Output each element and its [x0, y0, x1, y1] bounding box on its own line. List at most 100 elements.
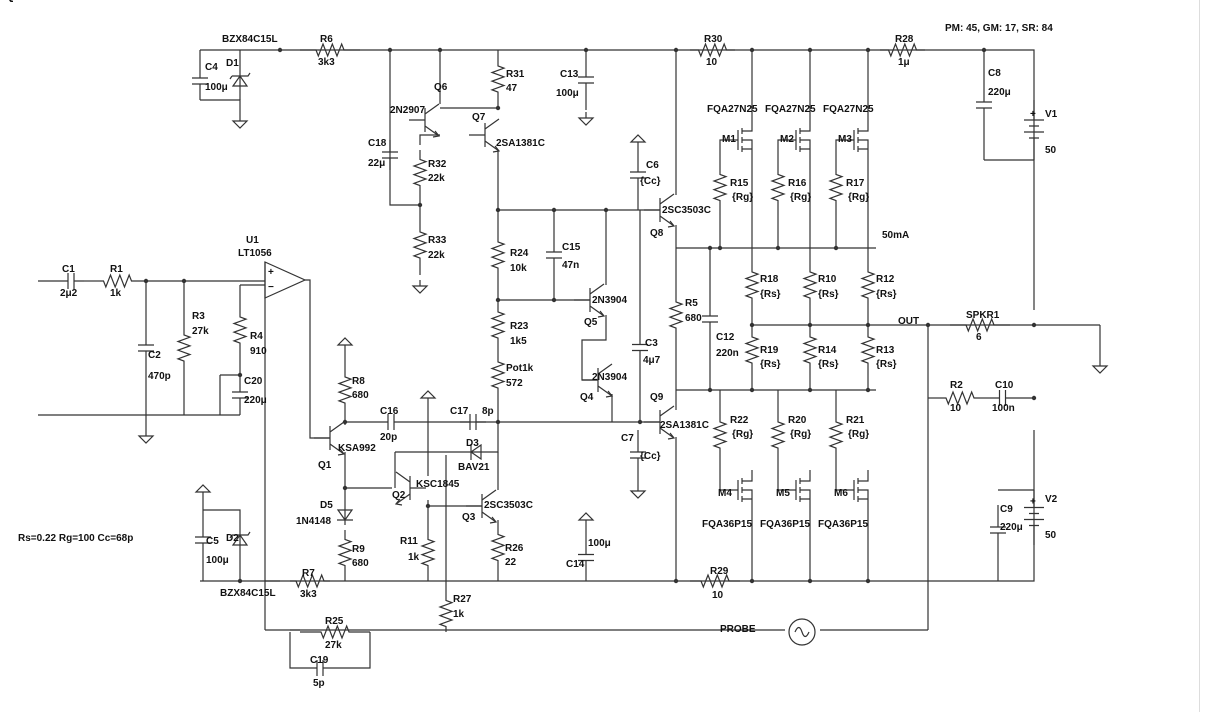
value-q2: KSC1845 — [0, 0, 44, 3]
wire — [419, 134, 440, 145]
ref-q6: Q6 — [434, 82, 448, 93]
ref-r24: R24 — [510, 248, 529, 259]
ref-v2: V2 — [1045, 494, 1058, 505]
capacitor-c7 — [630, 430, 646, 480]
ref-q1: Q1 — [318, 460, 332, 471]
ref-r3: R3 — [192, 311, 205, 322]
ground-symbol — [137, 430, 155, 444]
value-m1: FQA27N25 — [0, 0, 51, 3]
value-c6: {Cc} — [640, 176, 661, 187]
resistor-r20 — [770, 410, 786, 460]
value-q1: KSA992 — [0, 0, 38, 3]
ref-r29: R29 — [710, 566, 729, 577]
resistor-r33 — [412, 215, 428, 275]
value-q1: KSA992 — [338, 443, 376, 454]
mosfet-m3 — [844, 120, 869, 160]
value-r27: 1k — [453, 609, 465, 620]
transistor-q4 — [582, 363, 614, 398]
ref-r30: R30 — [704, 34, 723, 45]
speaker-spkr1 — [950, 317, 1010, 333]
wire — [203, 509, 241, 520]
mosfet-m4 — [728, 470, 753, 510]
value-d5: 1N4148 — [0, 0, 35, 3]
ref-q5: Q5 — [584, 317, 598, 328]
resistor-r32 — [412, 150, 428, 195]
transistor-q5 — [574, 283, 606, 318]
capacitor-c2 — [138, 281, 154, 415]
junction-dot — [865, 578, 871, 584]
junction-dot — [417, 202, 423, 208]
ref-c17: C17 — [450, 406, 469, 417]
ref-c14: C14 — [566, 559, 585, 570]
wire — [389, 50, 420, 206]
junction-dot — [342, 419, 348, 425]
value-q8: 2SC3503C — [662, 205, 711, 216]
resistor-pot — [490, 350, 506, 400]
value-q6: 2N2907 — [390, 105, 425, 116]
ref-r13: R13 — [876, 345, 895, 356]
ref-m4: M4 — [718, 488, 732, 499]
value-c16: 20p — [380, 432, 397, 443]
ref-m6: M6 — [834, 488, 848, 499]
capacitor-c4 — [192, 62, 208, 100]
value-c10: 100n — [992, 403, 1015, 414]
ref-q9: Q9 — [650, 392, 664, 403]
resistor-r8 — [337, 370, 353, 410]
value-v1: 50 — [1045, 145, 1057, 156]
diode-d3 — [460, 443, 492, 461]
diode-d5 — [336, 505, 354, 525]
wire — [835, 139, 844, 160]
ground-symbol — [411, 280, 429, 294]
ref-r21: R21 — [846, 415, 865, 426]
ref-d1: D1 — [226, 58, 239, 69]
bias-current-note: 50mA — [882, 230, 909, 241]
value-q7: 2SA1381C — [496, 138, 545, 149]
value-r8: 680 — [352, 390, 369, 401]
capacitor-c10 — [990, 390, 1015, 406]
ref-r18: R18 — [760, 274, 779, 285]
value-q4: 2N3904 — [592, 372, 627, 383]
value-d2: BZX84C15L — [220, 588, 276, 599]
value-m3: FQA27N25 — [0, 0, 51, 3]
value-r33: 22k — [428, 250, 445, 261]
value-q5: 2N3904 — [0, 0, 35, 3]
value-m5: FQA36P15 — [0, 0, 50, 3]
value-r5: 680 — [685, 313, 702, 324]
value-v2: 50 — [1045, 530, 1057, 541]
value-r26: 22 — [505, 557, 517, 568]
ref-r5: R5 — [685, 298, 698, 309]
value-m6: FQA36P15 — [818, 519, 868, 530]
ref-r14: R14 — [818, 345, 837, 356]
zener-d2 — [229, 520, 251, 560]
value-r3: 27k — [192, 326, 209, 337]
value-q9: 2SA1381C — [0, 0, 49, 3]
junction-dot — [807, 47, 813, 53]
ref-r22: R22 — [730, 415, 749, 426]
wire — [777, 139, 786, 160]
ref-r32: R32 — [428, 159, 447, 170]
value-c12: 220n — [716, 348, 739, 359]
transistor-q6 — [409, 103, 441, 138]
junction-dot — [673, 47, 679, 53]
value-m5: FQA36P15 — [760, 519, 810, 530]
ref-m2: M2 — [780, 134, 794, 145]
value-r25: 27k — [325, 640, 342, 651]
supply-arrow — [336, 337, 354, 346]
capacitor-c17 — [460, 414, 486, 430]
resistor-r9 — [337, 530, 353, 575]
value-r14: {Rs} — [818, 359, 839, 370]
value-q4: 2N3904 — [0, 0, 35, 3]
value-pot1k: 572 — [506, 378, 523, 389]
ref-c9: C9 — [1000, 504, 1013, 515]
capacitor-c14 — [578, 540, 594, 575]
ref-r17: R17 — [846, 178, 865, 189]
mosfet-m5 — [786, 470, 811, 510]
value-r24: 10k — [510, 263, 527, 274]
value-m3: FQA27N25 — [823, 104, 874, 115]
ground-symbol — [577, 112, 595, 126]
ref-c20: C20 — [244, 376, 263, 387]
value-c14: 100μ — [588, 538, 611, 549]
svg-text:+: + — [1030, 109, 1036, 120]
resistor-r14 — [802, 325, 818, 375]
junction-dot — [1031, 322, 1037, 328]
